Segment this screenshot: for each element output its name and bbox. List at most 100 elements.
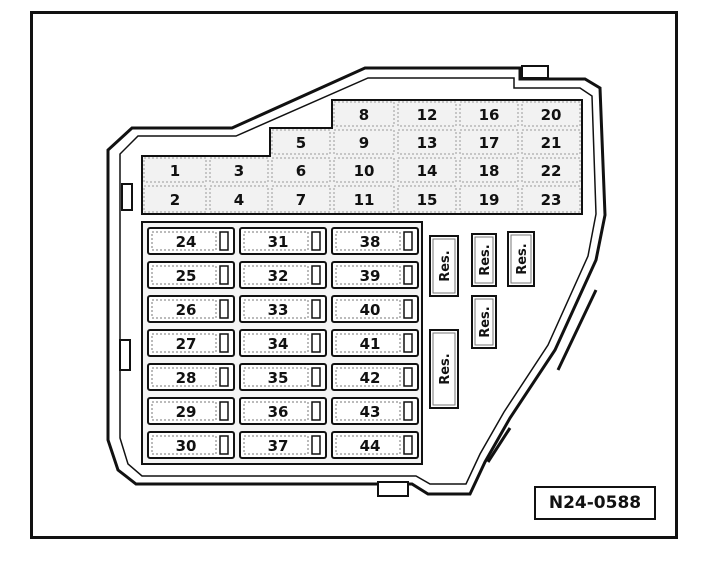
fuse-number: 42 (360, 369, 381, 387)
side-rail (556, 289, 598, 371)
fuse-number: 16 (479, 106, 500, 124)
fuse-terminal (311, 367, 321, 387)
fuse-slot-lower (147, 227, 235, 255)
fuse-slot-upper (271, 129, 331, 155)
fuse-number: 44 (360, 437, 381, 455)
fuse-slot-inner (151, 435, 217, 455)
fuse-number: 26 (176, 301, 197, 319)
fuse-number: 14 (417, 162, 438, 180)
fuse-slot-lower (147, 397, 235, 425)
fuse-slot-upper (333, 101, 395, 127)
fuse-terminal (219, 435, 229, 455)
fuse-terminal (219, 367, 229, 387)
fuse-slot-lower (331, 431, 419, 459)
fuse-number: 13 (417, 134, 438, 152)
fuse-slot-lower (239, 431, 327, 459)
fuse-slot-upper (521, 101, 581, 127)
fuse-slot-lower (239, 397, 327, 425)
housing-clip (121, 183, 133, 211)
fuse-slot-lower (239, 363, 327, 391)
fuse-terminal (219, 333, 229, 353)
fuse-number: 7 (296, 191, 306, 209)
fuse-number: 39 (360, 267, 381, 285)
fuse-slot-upper (271, 185, 331, 213)
fuse-number: 38 (360, 233, 381, 251)
fuse-number: 9 (359, 134, 369, 152)
fuse-slot-lower (331, 329, 419, 357)
reserve-label: Res. (438, 353, 453, 385)
reserve-slot (471, 233, 497, 287)
fuse-slot-upper (271, 157, 331, 183)
fuse-terminal (403, 231, 413, 251)
fuse-number: 37 (268, 437, 289, 455)
fuse-terminal (403, 265, 413, 285)
fuse-terminal (311, 401, 321, 421)
reserve-slots: Res.Res.Res.Res.Res. (429, 231, 535, 409)
fuse-number: 28 (176, 369, 197, 387)
fuse-slot-upper (521, 157, 581, 183)
fuse-number: 12 (417, 106, 438, 124)
fuse-terminal (403, 333, 413, 353)
fuse-slot-upper (397, 185, 457, 213)
fuse-terminal (311, 231, 321, 251)
fuse-number: 41 (360, 335, 381, 353)
fuse-slot-upper (209, 157, 269, 183)
fuse-slot-inner (243, 265, 309, 285)
fuse-number: 10 (354, 162, 375, 180)
fuse-number: 2 (170, 191, 180, 209)
fuse-terminal (403, 299, 413, 319)
fuse-number: 33 (268, 301, 289, 319)
fuse-slot-inner (151, 333, 217, 353)
reserve-slot (471, 295, 497, 349)
fuse-number: 8 (359, 106, 369, 124)
fuse-slot-lower (239, 227, 327, 255)
reserve-slot (429, 329, 459, 409)
lower-fuse-block: 2425262728293031323334353637383940414243… (141, 221, 423, 465)
fuse-slot-upper (333, 185, 395, 213)
fuse-slot-inner (243, 299, 309, 319)
fuse-number: 27 (176, 335, 197, 353)
side-rail (486, 427, 512, 463)
fuse-slot-lower (331, 363, 419, 391)
fuse-number: 43 (360, 403, 381, 421)
fuse-box-inner-outline (119, 77, 597, 485)
fuse-number: 32 (268, 267, 289, 285)
fuse-slot-lower (147, 363, 235, 391)
fuse-slot-lower (331, 227, 419, 255)
fuse-slot-inner (243, 231, 309, 251)
fuse-slot-upper (143, 157, 207, 183)
reserve-slot-inner (510, 234, 532, 284)
fuse-terminal (219, 231, 229, 251)
fuse-number: 24 (176, 233, 197, 251)
fuse-slot-lower (147, 431, 235, 459)
fuse-slot-upper (397, 157, 457, 183)
fuse-terminal (403, 435, 413, 455)
fuse-slot-inner (335, 401, 401, 421)
reserve-slot-inner (432, 332, 456, 406)
fuse-number: 4 (234, 191, 244, 209)
fuse-slot-lower (331, 261, 419, 289)
fuse-slot-inner (151, 401, 217, 421)
reserve-slot-inner (474, 236, 494, 284)
fuse-number: 20 (541, 106, 562, 124)
reserve-label: Res. (478, 306, 493, 338)
figure-reference-code: N24-0588 (534, 486, 656, 520)
fuse-terminal (219, 265, 229, 285)
fuse-slot-lower (239, 295, 327, 323)
fuse-number: 31 (268, 233, 289, 251)
fuse-slot-lower (147, 329, 235, 357)
reserve-slot-inner (432, 238, 456, 294)
fuse-number: 5 (296, 134, 306, 152)
fuse-number: 15 (417, 191, 438, 209)
fuse-slot-inner (151, 299, 217, 319)
diagram-frame (30, 11, 678, 539)
fuse-number: 1 (170, 162, 180, 180)
fuse-slot-inner (243, 435, 309, 455)
housing-tab (377, 481, 409, 497)
fuse-slot-upper (397, 129, 457, 155)
fuse-slot-inner (335, 265, 401, 285)
fuse-terminal (403, 401, 413, 421)
fuse-slot-inner (243, 367, 309, 387)
fuse-terminal (219, 299, 229, 319)
fuse-number: 18 (479, 162, 500, 180)
